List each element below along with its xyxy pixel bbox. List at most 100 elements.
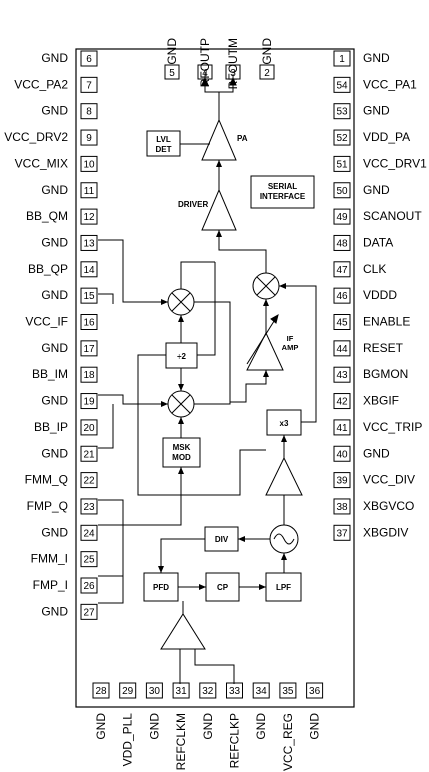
right-pin-number: 45 [336, 318, 348, 329]
if-amp-variable-arrowhead [270, 313, 279, 324]
left-pin-label: GND [41, 446, 68, 460]
left-pin-label: GND [41, 394, 68, 408]
left-pin-box [80, 287, 98, 304]
bottom-pin-box [92, 682, 110, 699]
right-pin-number: 43 [336, 370, 348, 381]
bottom-pin-number: 31 [176, 686, 188, 697]
refclkp-trace [194, 649, 235, 684]
right-pin-box [333, 182, 351, 199]
right-pin-number: 38 [336, 502, 348, 513]
fm-q-i-bus [98, 499, 124, 604]
right-pin-label: CLK [363, 262, 386, 276]
left-pin-box [80, 76, 98, 93]
left-pin-number: 6 [86, 54, 92, 65]
msk-mod-label-2: MOD [172, 453, 191, 462]
right-pin-number: 49 [336, 212, 348, 223]
left-pin-number: 21 [83, 449, 95, 460]
vco-buffer [265, 456, 303, 496]
right-pin-label: SCANOUT [363, 209, 422, 223]
rfoutm-arrowhead [229, 76, 237, 86]
left-pin-label: VCC_IF [25, 315, 68, 329]
bottom-pin-label: REFCLKP [228, 713, 242, 768]
arrowhead-driver-in [216, 230, 222, 237]
driver-amplifier [201, 188, 237, 231]
left-pin-number: 8 [86, 107, 92, 118]
left-pin-number: 12 [83, 212, 95, 223]
top-pin-label: GND [260, 38, 274, 65]
bottom-pin-box [279, 682, 297, 699]
arrowhead-if-amp-in [263, 370, 269, 377]
right-pin-label: GND [363, 104, 390, 118]
right-pin-box [333, 76, 351, 93]
i-mixer-cross [171, 394, 191, 414]
ref-buffer [160, 613, 206, 650]
left-pin-box [80, 314, 98, 330]
right-pin-number: 47 [336, 265, 348, 276]
bb-qp-trace [98, 293, 114, 304]
left-pin-number: 9 [86, 133, 92, 144]
left-pin-column: 6GND7VCC_PA28GND9VCC_DRV210VCC_MIX11GND1… [4, 50, 98, 620]
div-to-pfd [160, 538, 205, 573]
left-pin-label: VCC_DRV2 [4, 130, 68, 144]
div2-feedback-loop [137, 354, 266, 496]
left-pin-box [80, 182, 98, 199]
arrowhead-pfd-in [158, 566, 164, 573]
right-pin-box [333, 314, 351, 330]
lvl-det-label-2: DET [156, 145, 172, 154]
bottom-pin-label: VCC_REG [281, 713, 295, 771]
left-pin-label: GND [41, 525, 68, 539]
x3-to-if-mixer [279, 285, 317, 423]
arrowhead-x3-up [281, 435, 287, 442]
bottom-pin-label: GND [254, 713, 268, 740]
bottom-pin-label: GND [94, 713, 108, 740]
cp-label: CP [217, 583, 229, 592]
right-pin-box [333, 234, 351, 251]
top-pin-number: 3 [230, 68, 236, 79]
arrowhead-msk-up [178, 417, 184, 424]
right-pin-label: VCC_DIV [363, 473, 415, 487]
left-pin-label: BB_IM [32, 367, 68, 381]
lpf-label: LPF [276, 583, 291, 592]
if-amp [246, 331, 284, 371]
left-pin-number: 26 [83, 581, 95, 592]
left-pin-box [80, 498, 98, 515]
left-pin-number: 16 [83, 318, 95, 329]
right-pin-box [333, 524, 351, 541]
left-pin-number: 27 [83, 607, 95, 618]
right-pin-label: VCC_TRIP [363, 420, 422, 434]
right-pin-label: ENABLE [363, 315, 410, 329]
left-pin-box [80, 50, 98, 67]
bb-im-trace [98, 394, 168, 405]
serial-interface-label-2: INTERFACE [260, 192, 306, 201]
x3-label: x3 [280, 419, 289, 428]
top-pin-box [259, 64, 275, 80]
left-pin-number: 10 [83, 159, 95, 170]
arrowhead-if-mixer-in [279, 283, 286, 289]
top-pin-number: 4 [202, 68, 208, 79]
lvl-det-label-1: LVL [156, 135, 171, 144]
if-amp-label-1: IF [287, 334, 294, 343]
right-pin-label: BGMON [363, 367, 408, 381]
top-pin-number: 2 [264, 68, 270, 79]
q-mixer-output-trace [194, 301, 231, 402]
serial-interface-label-1: SERIAL [268, 182, 297, 191]
left-pin-number: 19 [83, 397, 95, 408]
left-pin-box [80, 524, 98, 541]
arrowhead-lpf-in [259, 584, 266, 590]
bottom-pin-number: 32 [202, 686, 214, 697]
lo-branch-to-q-mixer [180, 261, 215, 289]
left-pin-label: GND [41, 288, 68, 302]
pa-amplifier [201, 118, 237, 161]
bottom-pin-label: GND [147, 713, 161, 740]
bottom-pin-label: GND [201, 713, 215, 740]
top-pin-box [164, 64, 180, 80]
top-pin-number: 5 [169, 68, 175, 79]
right-pin-box [333, 103, 351, 120]
right-pin-box [333, 498, 351, 515]
i-mixer-output-trace [194, 370, 267, 405]
right-pin-box [333, 287, 351, 304]
right-pin-label: XBGIF [363, 394, 399, 408]
left-pin-number: 18 [83, 370, 95, 381]
if-amp-variable-arrow [246, 317, 277, 365]
